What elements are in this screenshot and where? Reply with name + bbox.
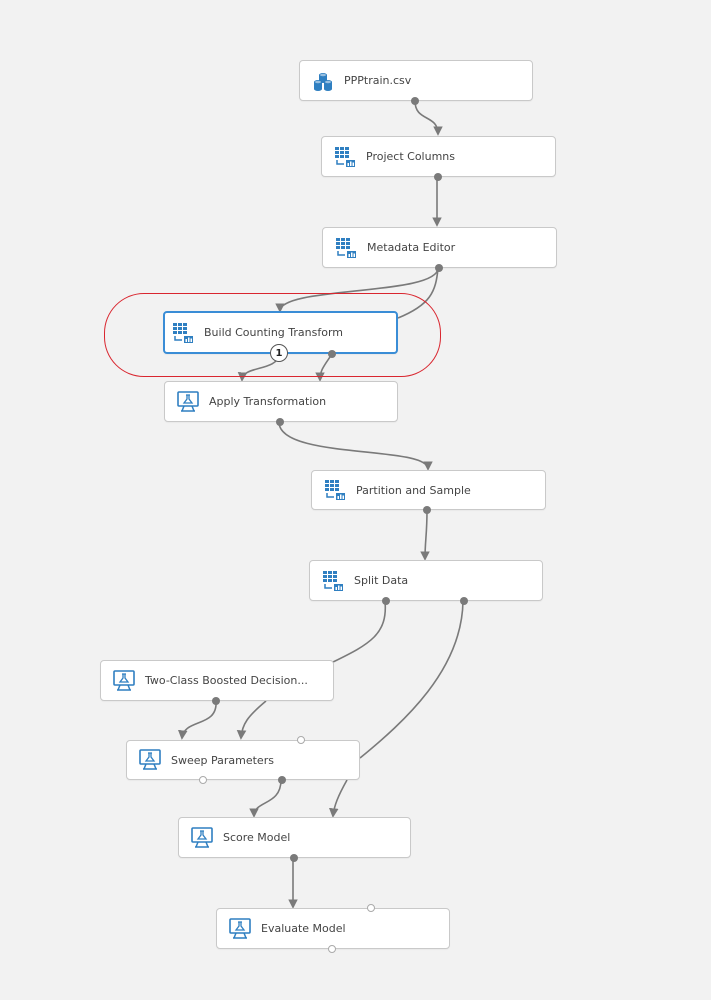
node-label: Metadata Editor xyxy=(367,241,456,254)
edge-ppptrain-to-project-columns xyxy=(414,100,443,136)
node-project-columns[interactable]: Project Columns xyxy=(321,136,556,181)
edge-metadata-editor-to-build-counting xyxy=(275,267,439,313)
machine-learning-icon xyxy=(113,669,135,691)
data-transform-icon xyxy=(173,322,193,343)
output-count-badge[interactable]: 1 xyxy=(270,344,288,362)
input-port-empty[interactable] xyxy=(367,904,375,912)
node-label: Evaluate Model xyxy=(261,922,346,935)
output-port[interactable] xyxy=(435,264,443,272)
data-transform-icon xyxy=(323,570,343,591)
node-split-data[interactable]: Split Data xyxy=(309,560,543,605)
edge-two-class-to-sweep-right xyxy=(236,700,267,740)
output-port[interactable] xyxy=(276,418,284,426)
output-port[interactable] xyxy=(434,173,442,181)
node-ppptrain[interactable]: PPPtrain.csv xyxy=(299,60,533,105)
dataset-icon xyxy=(314,72,332,91)
output-port-1[interactable] xyxy=(382,597,390,605)
output-port[interactable] xyxy=(278,776,286,784)
node-metadata-editor[interactable]: Metadata Editor xyxy=(322,227,557,272)
edge-sweep-to-score-right xyxy=(328,779,348,818)
input-port-empty[interactable] xyxy=(297,736,305,744)
machine-learning-icon xyxy=(229,917,251,939)
edge-sweep-to-score-left xyxy=(249,779,282,818)
node-label: Project Columns xyxy=(366,150,455,163)
node-apply-transformation[interactable]: Apply Transformation xyxy=(164,381,398,426)
node-label: Build Counting Transform xyxy=(204,326,343,339)
output-port-2[interactable] xyxy=(460,597,468,605)
output-port[interactable] xyxy=(423,506,431,514)
data-transform-icon xyxy=(325,480,345,500)
node-score-model[interactable]: Score Model xyxy=(178,817,411,862)
edge-two-class-to-sweep-left xyxy=(178,700,217,740)
data-transform-icon xyxy=(336,237,356,258)
node-label: Score Model xyxy=(223,831,291,844)
machine-learning-icon xyxy=(177,390,199,412)
highlight-ellipse xyxy=(104,293,441,377)
output-port[interactable] xyxy=(328,350,336,358)
output-port[interactable] xyxy=(290,854,298,862)
output-port-empty[interactable] xyxy=(199,776,207,784)
output-port-empty[interactable] xyxy=(328,945,336,953)
edge-split-to-two-class xyxy=(332,600,387,663)
output-port[interactable] xyxy=(411,97,419,105)
node-label: Two-Class Boosted Decision... xyxy=(145,674,308,687)
node-label: Apply Transformation xyxy=(209,395,327,408)
edge-apply-to-partition xyxy=(278,421,433,471)
machine-learning-icon xyxy=(191,826,213,848)
edge-split-to-score-model xyxy=(359,600,464,759)
edge-partition-to-split xyxy=(420,509,430,561)
output-port[interactable] xyxy=(212,697,220,705)
node-sweep-parameters[interactable]: Sweep Parameters xyxy=(126,736,360,784)
machine-learning-icon xyxy=(139,749,161,770)
node-evaluate-model[interactable]: Evaluate Model xyxy=(216,904,450,953)
node-label: Sweep Parameters xyxy=(171,753,274,767)
node-label: PPPtrain.csv xyxy=(344,74,412,87)
node-partition-and-sample[interactable]: Partition and Sample xyxy=(311,470,546,514)
node-label: Partition and Sample xyxy=(356,483,471,497)
data-transform-icon xyxy=(335,146,355,167)
node-two-class-boosted-decision-tree[interactable]: Two-Class Boosted Decision... xyxy=(100,660,334,705)
node-label: Split Data xyxy=(354,574,409,587)
